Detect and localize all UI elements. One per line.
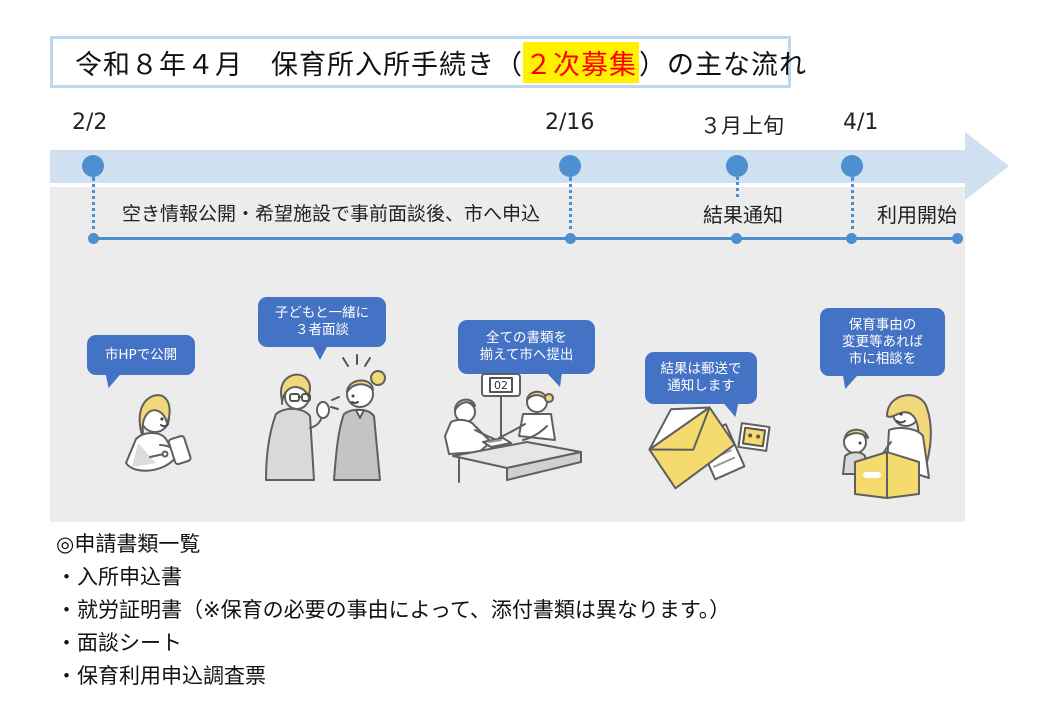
speech-bubble-consult: 保育事由の 変更等あれば 市に相談を bbox=[820, 308, 945, 376]
milestone-dot bbox=[726, 155, 748, 177]
bubble-line: 全ての書類を bbox=[486, 330, 567, 346]
period-dot bbox=[846, 233, 857, 244]
milestone-dot bbox=[82, 155, 104, 177]
dotted-connector bbox=[92, 177, 95, 237]
date-label-2-16: 2/16 bbox=[545, 110, 595, 135]
document-list-item: ・保育利用申込調査票 bbox=[56, 664, 266, 688]
parent-child-reading-illustration bbox=[825, 380, 950, 505]
bubble-line: 変更等あれば bbox=[842, 333, 923, 350]
date-label-4-1: 4/1 bbox=[843, 110, 879, 135]
woman-browsing-phone-illustration bbox=[100, 383, 210, 483]
dotted-connector bbox=[851, 177, 854, 237]
document-list: ◎申請書類一覧 ・入所申込書 ・就労証明書（※保育の必要の事由によって、添付書類… bbox=[56, 528, 730, 693]
stage-label-result: 結果通知 bbox=[703, 203, 783, 227]
period-dot bbox=[731, 233, 742, 244]
document-list-item: ・面談シート bbox=[56, 631, 182, 655]
timeline-band bbox=[50, 150, 965, 183]
period-line bbox=[93, 237, 958, 240]
bubble-line: 市HPで公開 bbox=[104, 346, 178, 363]
speech-bubble-submit: 全ての書類を 揃えて市へ提出 bbox=[458, 320, 595, 374]
dotted-connector bbox=[569, 177, 572, 237]
counter-number-sign: 02 bbox=[494, 379, 508, 392]
period-dot bbox=[565, 233, 576, 244]
parent-interview-illustration bbox=[252, 352, 397, 482]
stage-label-start: 利用開始 bbox=[877, 203, 957, 227]
dotted-connector bbox=[736, 177, 739, 197]
stage-label-application: 空き情報公開・希望施設で事前面談後、市へ申込 bbox=[122, 203, 541, 225]
bubble-line: 保育事由の bbox=[848, 316, 917, 333]
milestone-dot bbox=[559, 155, 581, 177]
title-box: 令和８年４月 保育所入所手続き（２次募集）の主な流れ bbox=[50, 36, 806, 88]
title-suffix: ）の主な流れ bbox=[639, 49, 807, 81]
bubble-line: 揃えて市へ提出 bbox=[479, 347, 574, 363]
document-submission-counter-illustration: 02 bbox=[435, 368, 585, 486]
title-highlight: ２次募集 bbox=[523, 41, 639, 83]
speech-bubble-city-hp: 市HPで公開 bbox=[87, 335, 195, 375]
date-label-2-2: 2/2 bbox=[72, 110, 108, 135]
bubble-line: 子どもと一緒に bbox=[274, 305, 370, 321]
period-dot bbox=[88, 233, 99, 244]
document-list-heading: ◎申請書類一覧 bbox=[56, 532, 201, 556]
bubble-line: 通知します bbox=[667, 378, 735, 394]
document-list-item: ・入所申込書 bbox=[56, 565, 182, 589]
bubble-line: 市に相談を bbox=[848, 350, 917, 367]
speech-bubble-mail: 結果は郵送で 通知します bbox=[645, 352, 757, 404]
period-dot bbox=[952, 233, 963, 244]
milestone-dot bbox=[841, 155, 863, 177]
speech-bubble-interview: 子どもと一緒に ３者面談 bbox=[258, 297, 386, 360]
document-list-item: ・就労証明書（※保育の必要の事由によって、添付書類は異なります。） bbox=[56, 598, 731, 622]
bubble-line: ３者面談 bbox=[295, 322, 349, 338]
bubble-line: 結果は郵送で bbox=[660, 361, 742, 377]
timeline-arrow-head-icon bbox=[965, 132, 1009, 200]
date-label-early-march: ３月上旬 bbox=[700, 114, 784, 138]
title-prefix: 令和８年４月 保育所入所手続き（ bbox=[75, 49, 523, 81]
mailed-result-envelope-illustration bbox=[640, 395, 775, 505]
